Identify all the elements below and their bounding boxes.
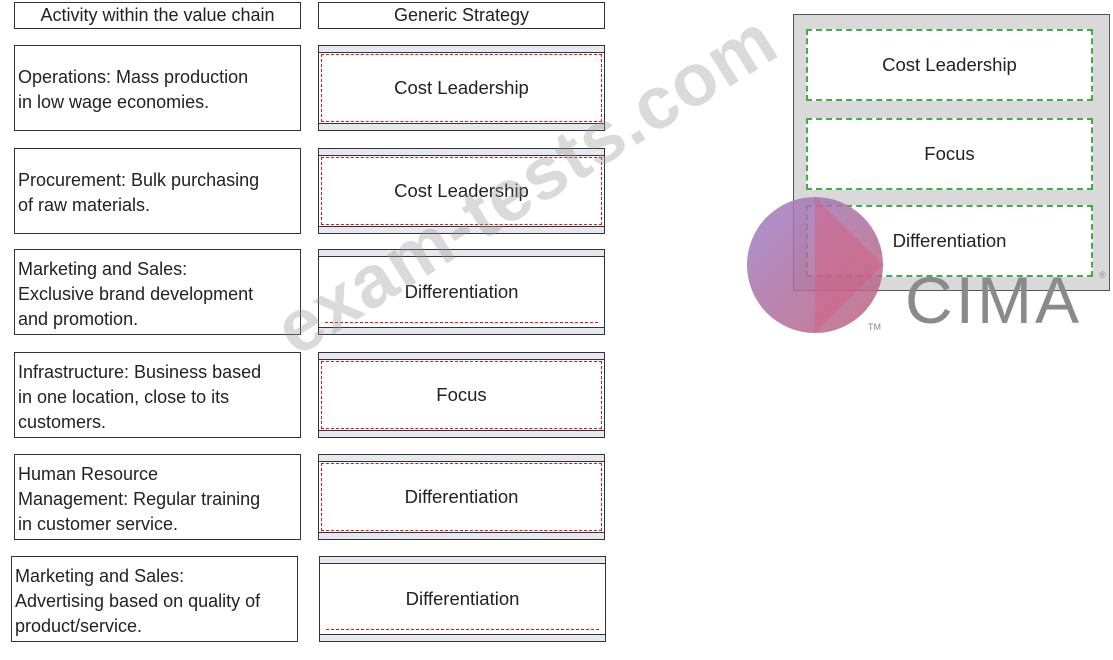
activity-line: and promotion. [18,308,139,329]
drop-slot-procurement[interactable]: Cost Leadership [318,148,605,234]
activity-line: Advertising based on quality of [15,590,261,611]
option-focus[interactable]: Focus [806,118,1093,190]
activity-line: Infrastructure: Business based [18,361,262,382]
drop-slot-operations[interactable]: Cost Leadership [318,45,605,131]
activity-line: product/service. [15,615,143,636]
strategy-column-header: Generic Strategy [318,2,605,29]
activity-line: Management: Regular training [18,488,261,509]
slot-answer[interactable]: Cost Leadership [319,52,604,124]
activity-line: Procurement: Bulk purchasing [18,170,260,190]
drop-slot-marketing-brand[interactable]: Differentiation [318,249,605,335]
activity-line: Marketing and Sales: [15,565,185,586]
activity-line: in customer service. [18,513,179,534]
slot-answer[interactable]: Focus [319,359,604,431]
option-cost-leadership[interactable]: Cost Leadership [806,29,1093,101]
activity-procurement: Procurement: Bulk purchasing of raw mater… [14,148,301,234]
activity-column-header: Activity within the value chain [14,2,301,29]
option-differentiation[interactable]: Differentiation [806,205,1093,277]
activity-marketing-advertising: Marketing and Sales: Advertising based on… [11,556,298,642]
activity-line: Exclusive brand development [18,283,254,304]
drop-slot-infrastructure[interactable]: Focus [318,352,605,438]
drop-slot-marketing-advertising[interactable]: Differentiation [319,556,606,642]
slot-answer[interactable]: Differentiation [320,563,605,635]
slot-answer[interactable]: Cost Leadership [319,155,604,227]
activity-infrastructure: Infrastructure: Business based in one loc… [14,352,301,438]
activity-line: Operations: Mass production [18,67,249,87]
activity-marketing-brand: Marketing and Sales: Exclusive brand deve… [14,249,301,335]
options-pool: Cost Leadership Focus Differentiation [793,14,1110,291]
activity-line: Human Resource [18,463,159,484]
activity-line: in one location, close to its [18,386,230,407]
activity-line: Marketing and Sales: [18,258,188,279]
slot-answer[interactable]: Differentiation [319,256,604,328]
drop-slot-hr[interactable]: Differentiation [318,454,605,540]
activity-line: of raw materials. [18,195,151,215]
slot-answer[interactable]: Differentiation [319,461,604,533]
trademark-mark: TM [868,322,881,332]
activity-line: customers. [18,411,107,432]
activity-line: in low wage economies. [18,92,210,112]
activity-operations: Operations: Mass production in low wage e… [14,45,301,131]
registered-mark: ® [1099,270,1106,280]
